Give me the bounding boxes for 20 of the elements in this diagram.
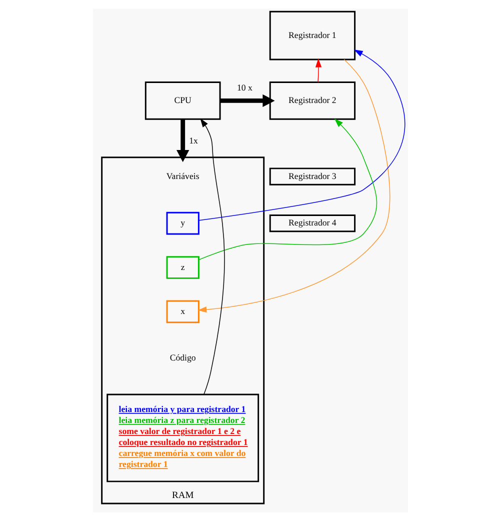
arrow	[220, 94, 274, 108]
node-box: z	[166, 256, 199, 279]
arrow	[198, 50, 405, 221]
node-box: x	[166, 300, 199, 324]
node-box: Registrador 2	[268, 82, 356, 120]
node-box: CPU	[144, 82, 220, 120]
arrow	[176, 119, 189, 162]
node-box: Registrador 4	[268, 214, 356, 232]
arrow	[200, 118, 224, 395]
node-box: y	[166, 212, 199, 235]
node-box: leia memória y para registrador 1 leia memória z para registrador 2 some valor de registrador 1 e 2 e coloque resultado no registrador 1 carregue memória x com valor do registrador 1	[106, 394, 259, 482]
label: Código	[169, 352, 196, 363]
node-box: Registrador 1	[268, 10, 356, 60]
edge-label: 10 x	[236, 82, 252, 92]
edge-label: 1x	[188, 135, 198, 146]
node-box: Registrador 3	[268, 168, 356, 186]
arrow	[198, 118, 377, 260]
label: Variáveis	[166, 170, 199, 181]
arrow	[314, 58, 322, 83]
arrow	[197, 59, 390, 313]
